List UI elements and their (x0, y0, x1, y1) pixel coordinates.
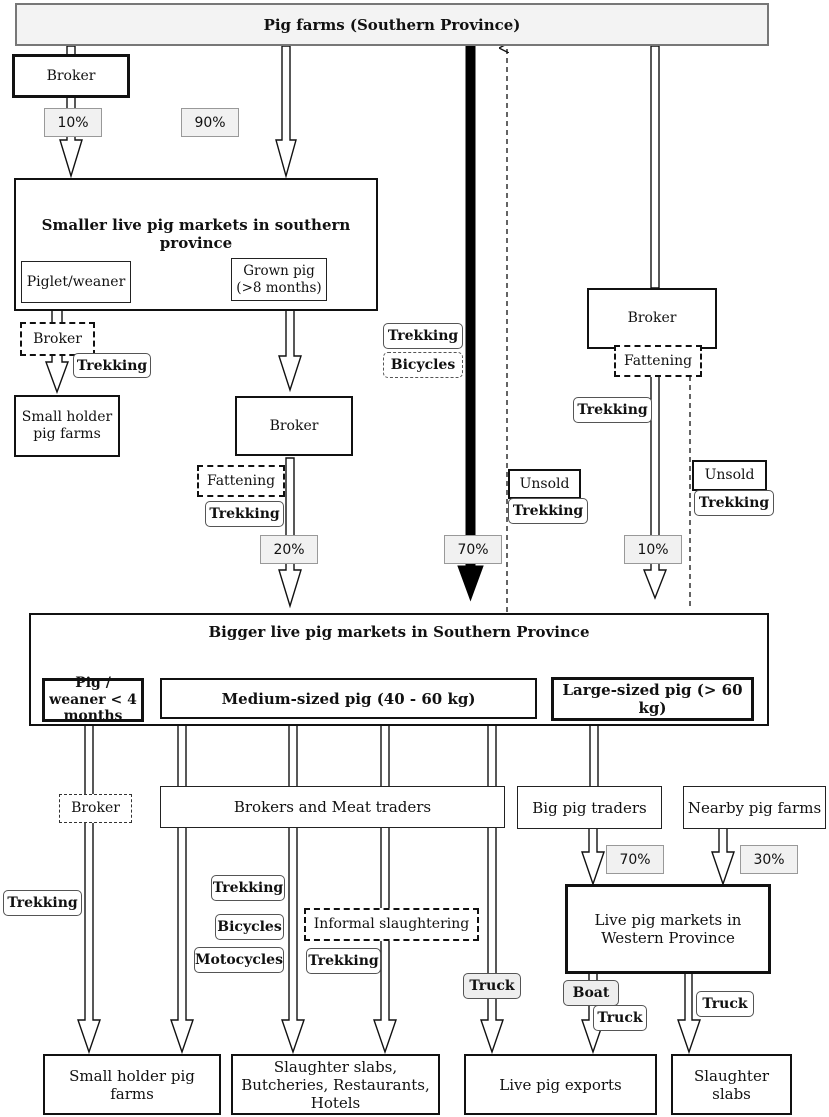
arrow-farms-to-right-broker (650, 45, 660, 289)
arrow-right-broker-to-bigger-market (642, 375, 668, 600)
piglet-weaner-box: Piglet/weaner (21, 261, 131, 303)
smaller-market-title: Smaller live pig markets in southern pro… (41, 216, 351, 252)
trekking-unsold-right-tag: Trekking (694, 490, 774, 516)
percent-30: 30% (740, 845, 798, 874)
nearby-pig-farms-box: Nearby pig farms (683, 786, 826, 829)
medium-pig-box: Medium-sized pig (40 - 60 kg) (160, 678, 537, 719)
right-broker-box: Broker (587, 288, 717, 349)
arrow-pigweaner-to-smallholder (77, 721, 101, 1055)
trekking-left-tag: Trekking (3, 890, 82, 916)
arrow-medium-to-smallholder (170, 721, 194, 1055)
top-broker-box: Broker (12, 54, 130, 98)
truck-western-tag: Truck (593, 1005, 647, 1031)
truck-slabs-tag: Truck (696, 991, 754, 1017)
pig-farms-header: Pig farms (Southern Province) (15, 3, 769, 46)
mid-broker-box: Broker (235, 396, 353, 456)
arrow-large-to-big-traders (589, 721, 599, 797)
unsold-mid-box: Unsold (508, 469, 581, 499)
arrow-grown-to-broker (278, 307, 302, 393)
trekking-unsold-mid-tag: Trekking (508, 498, 588, 524)
slaughter-slabs-destination-box: Slaughter slabs (671, 1054, 792, 1115)
informal-slaughtering-box: Informal slaughtering (304, 908, 479, 941)
grown-pig-box: Grown pig (>8 months) (231, 258, 327, 301)
small-holder-top-box: Small holder pig farms (14, 395, 120, 457)
pig-weaner-box: Pig / weaner < 4 months (42, 675, 144, 724)
trekking-fattening-tag: Trekking (205, 501, 284, 527)
trekking-meat-tag: Trekking (211, 875, 285, 901)
brokers-meat-traders-box: Brokers and Meat traders (160, 786, 505, 828)
slaughter-butcheries-destination-box: Slaughter slabs, Butcheries, Restaurants… (231, 1054, 440, 1115)
arrow-medium-to-exports (480, 721, 504, 1055)
bicycles-center-tag: Bicycles (383, 352, 463, 378)
small-holder-destination-box: Small holder pig farms (43, 1054, 221, 1115)
percent-90: 90% (181, 108, 239, 137)
truck-exports-tag: Truck (463, 973, 521, 999)
small-broker-box: Broker (20, 322, 95, 356)
arrow-western-to-slaughter-slabs (677, 971, 701, 1055)
big-pig-traders-box: Big pig traders (517, 786, 662, 829)
boat-tag: Boat (563, 980, 619, 1006)
arrow-medium-to-slaughter-slabs-b (373, 721, 397, 1055)
large-pig-box: Large-sized pig (> 60 kg) (551, 677, 754, 721)
live-pig-exports-destination-box: Live pig exports (464, 1054, 657, 1115)
arrow-medium-to-slaughter-slabs-a (281, 721, 305, 1055)
trekking-center-tag: Trekking (383, 323, 463, 349)
fattening-right-box: Fattening (614, 345, 702, 377)
percent-10-top: 10% (44, 108, 102, 137)
fattening-left-box: Fattening (197, 465, 285, 497)
bottom-broker-box: Broker (59, 794, 132, 823)
unsold-right-box: Unsold (692, 460, 767, 491)
trekking-small-tag: Trekking (73, 353, 151, 378)
percent-10-right: 10% (624, 535, 682, 564)
western-market-box: Live pig markets in Western Province (565, 884, 771, 974)
percent-70-center: 70% (444, 535, 502, 564)
bigger-market-title: Bigger live pig markets in Southern Prov… (208, 623, 590, 641)
arrow-nearby-to-western (711, 827, 735, 887)
percent-70-bottom: 70% (606, 845, 664, 874)
arrow-big-traders-to-western (581, 827, 605, 887)
percent-20: 20% (260, 535, 318, 564)
arrow-farms-to-smaller-market (275, 45, 297, 179)
trekking-informal-tag: Trekking (306, 948, 381, 974)
bicycles-meat-tag: Bicycles (215, 914, 284, 940)
arrow-broker-to-bigger-market (278, 457, 302, 609)
arrow-farms-to-bigger-market-direct (457, 45, 484, 602)
motocycles-tag: Motocycles (194, 947, 284, 973)
trekking-right-tag: Trekking (573, 397, 652, 423)
